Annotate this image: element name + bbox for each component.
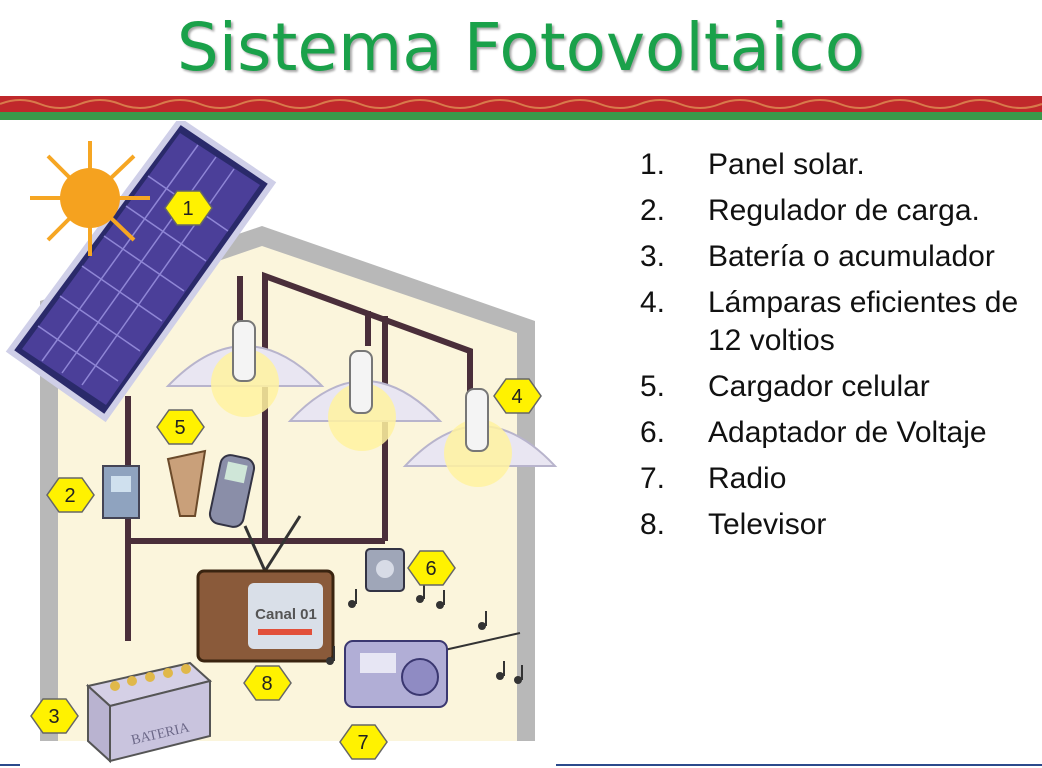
svg-text:3: 3 <box>48 706 59 728</box>
list-item-number: 1. <box>640 148 666 181</box>
list-item-text: Cargador celular <box>708 370 930 403</box>
badge-5: 5 <box>156 409 205 445</box>
decorative-band <box>0 96 1042 120</box>
list-item-text: Radio <box>708 462 787 495</box>
list-item: 1. Panel solar. <box>640 146 1040 184</box>
list-item-text: Televisor <box>708 508 827 541</box>
list-item-text: Adaptador de Voltaje <box>708 416 987 449</box>
list-item: 2. Regulador de carga. <box>640 192 1040 230</box>
list-item: 3. Batería o acumulador <box>640 238 1040 276</box>
music-note-icon <box>326 584 523 684</box>
svg-text:5: 5 <box>174 417 185 439</box>
svg-text:6: 6 <box>425 558 436 580</box>
phone-icon <box>208 454 256 528</box>
badge-2: 2 <box>46 477 95 513</box>
svg-text:8: 8 <box>261 673 272 695</box>
lamp-icon <box>165 320 325 417</box>
svg-text:2: 2 <box>64 485 75 507</box>
pv-system-illustration: Canal 01 BATERIA 1 2 3 <box>5 121 558 764</box>
list-item-number: 8. <box>640 508 666 541</box>
sun-icon <box>30 141 150 256</box>
lamp-icon <box>287 350 443 451</box>
svg-text:7: 7 <box>357 732 368 754</box>
list-item: 8. Televisor <box>640 506 1040 544</box>
list-item-text: Regulador de carga. <box>708 194 980 227</box>
list-item: 6. Adaptador de Voltaje <box>640 414 1040 452</box>
footer-rule-left <box>0 764 20 766</box>
footer-rule <box>556 764 1042 766</box>
adapter-icon <box>365 548 405 592</box>
tv-icon: Canal 01 <box>196 515 335 663</box>
badge-3: 3 <box>30 698 79 734</box>
list-item: 4. Lámparas eficientes de 12 voltios <box>640 284 1040 360</box>
tv-screen-text: Canal 01 <box>255 606 317 623</box>
regulator-icon <box>102 465 140 519</box>
badge-7: 7 <box>339 724 388 760</box>
badge-8: 8 <box>243 665 292 701</box>
components-list: 1. Panel solar. 2. Regulador de carga. 3. B… <box>640 146 1040 552</box>
list-item-text: Batería o acumulador <box>708 240 995 273</box>
list-item-number: 7. <box>640 462 666 495</box>
list-item: 7. Radio <box>640 460 1040 498</box>
list-item-text: Panel solar. <box>708 148 865 181</box>
list-item-number: 6. <box>640 416 666 449</box>
badge-6: 6 <box>407 550 456 586</box>
lamp-icon <box>402 388 558 487</box>
svg-text:4: 4 <box>511 386 522 408</box>
page-title: Sistema Fotovoltaico <box>176 9 866 86</box>
badge-1: 1 <box>164 190 213 226</box>
list-item-number: 4. <box>640 286 666 319</box>
badge-4: 4 <box>493 378 542 414</box>
battery-icon: BATERIA <box>85 661 213 764</box>
list-item-number: 3. <box>640 240 666 273</box>
svg-text:1: 1 <box>182 198 193 220</box>
list-item-number: 2. <box>640 194 666 227</box>
list-item-number: 5. <box>640 370 666 403</box>
list-item-text: Lámparas eficientes de 12 voltios <box>708 286 1019 357</box>
charger-icon <box>166 449 207 517</box>
radio-icon <box>344 632 521 708</box>
list-item: 5. Cargador celular <box>640 368 1040 406</box>
